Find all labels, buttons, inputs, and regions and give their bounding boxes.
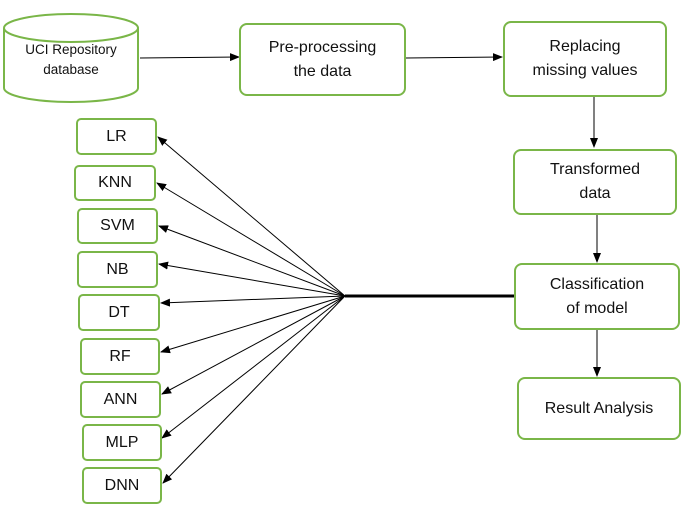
model-label: RF — [109, 347, 131, 365]
preprocess-box: Pre-processing the data — [239, 23, 406, 96]
arrow-to-svm — [158, 225, 346, 297]
model-label: NB — [106, 260, 129, 278]
model-box-knn: KNN — [74, 165, 156, 201]
arrow-to-dt — [160, 295, 346, 307]
transformed-data-box: Transformed data — [513, 149, 677, 215]
missing-values-box: Replacing missing values — [503, 21, 667, 97]
transformed-data-label: Transformed data — [549, 161, 641, 202]
arrow-to-lr — [157, 136, 346, 297]
model-label: DNN — [104, 476, 140, 494]
model-label: KNN — [98, 174, 132, 191]
arrow-preprocess-to-missing — [405, 53, 503, 62]
arrow-to-mlp — [161, 295, 346, 439]
model-box-rf: RF — [80, 338, 160, 375]
model-box-svm: SVM — [77, 208, 158, 244]
model-box-ann: ANN — [80, 381, 161, 418]
database-label: UCI Repository database — [25, 42, 117, 77]
arrow-to-rf — [160, 295, 346, 354]
arrow-to-nb — [158, 261, 346, 297]
model-label: LR — [106, 127, 127, 145]
arrow-to-dnn — [162, 295, 346, 484]
model-label: SVM — [100, 217, 135, 234]
classification-label: Classification of model — [549, 275, 645, 317]
preprocess-label: Pre-processing the data — [268, 38, 377, 80]
result-analysis-label: Result Analysis — [544, 399, 654, 417]
model-box-mlp: MLP — [82, 424, 162, 461]
database-cylinder — [3, 13, 139, 103]
arrow-to-ann — [161, 295, 346, 395]
arrow-to-knn — [156, 182, 346, 297]
result-analysis-box: Result Analysis — [517, 377, 681, 440]
model-label: DT — [108, 303, 130, 321]
model-label: ANN — [103, 390, 138, 408]
model-fan-out — [156, 136, 346, 484]
model-box-dnn: DNN — [82, 467, 162, 504]
arrow-db-to-preprocess — [139, 53, 240, 62]
model-box-nb: NB — [77, 251, 158, 288]
classification-box: Classification of model — [514, 263, 680, 330]
model-label: MLP — [105, 433, 139, 451]
model-box-dt: DT — [78, 294, 160, 331]
model-box-lr: LR — [76, 118, 157, 155]
missing-values-label: Replacing missing values — [532, 38, 638, 79]
